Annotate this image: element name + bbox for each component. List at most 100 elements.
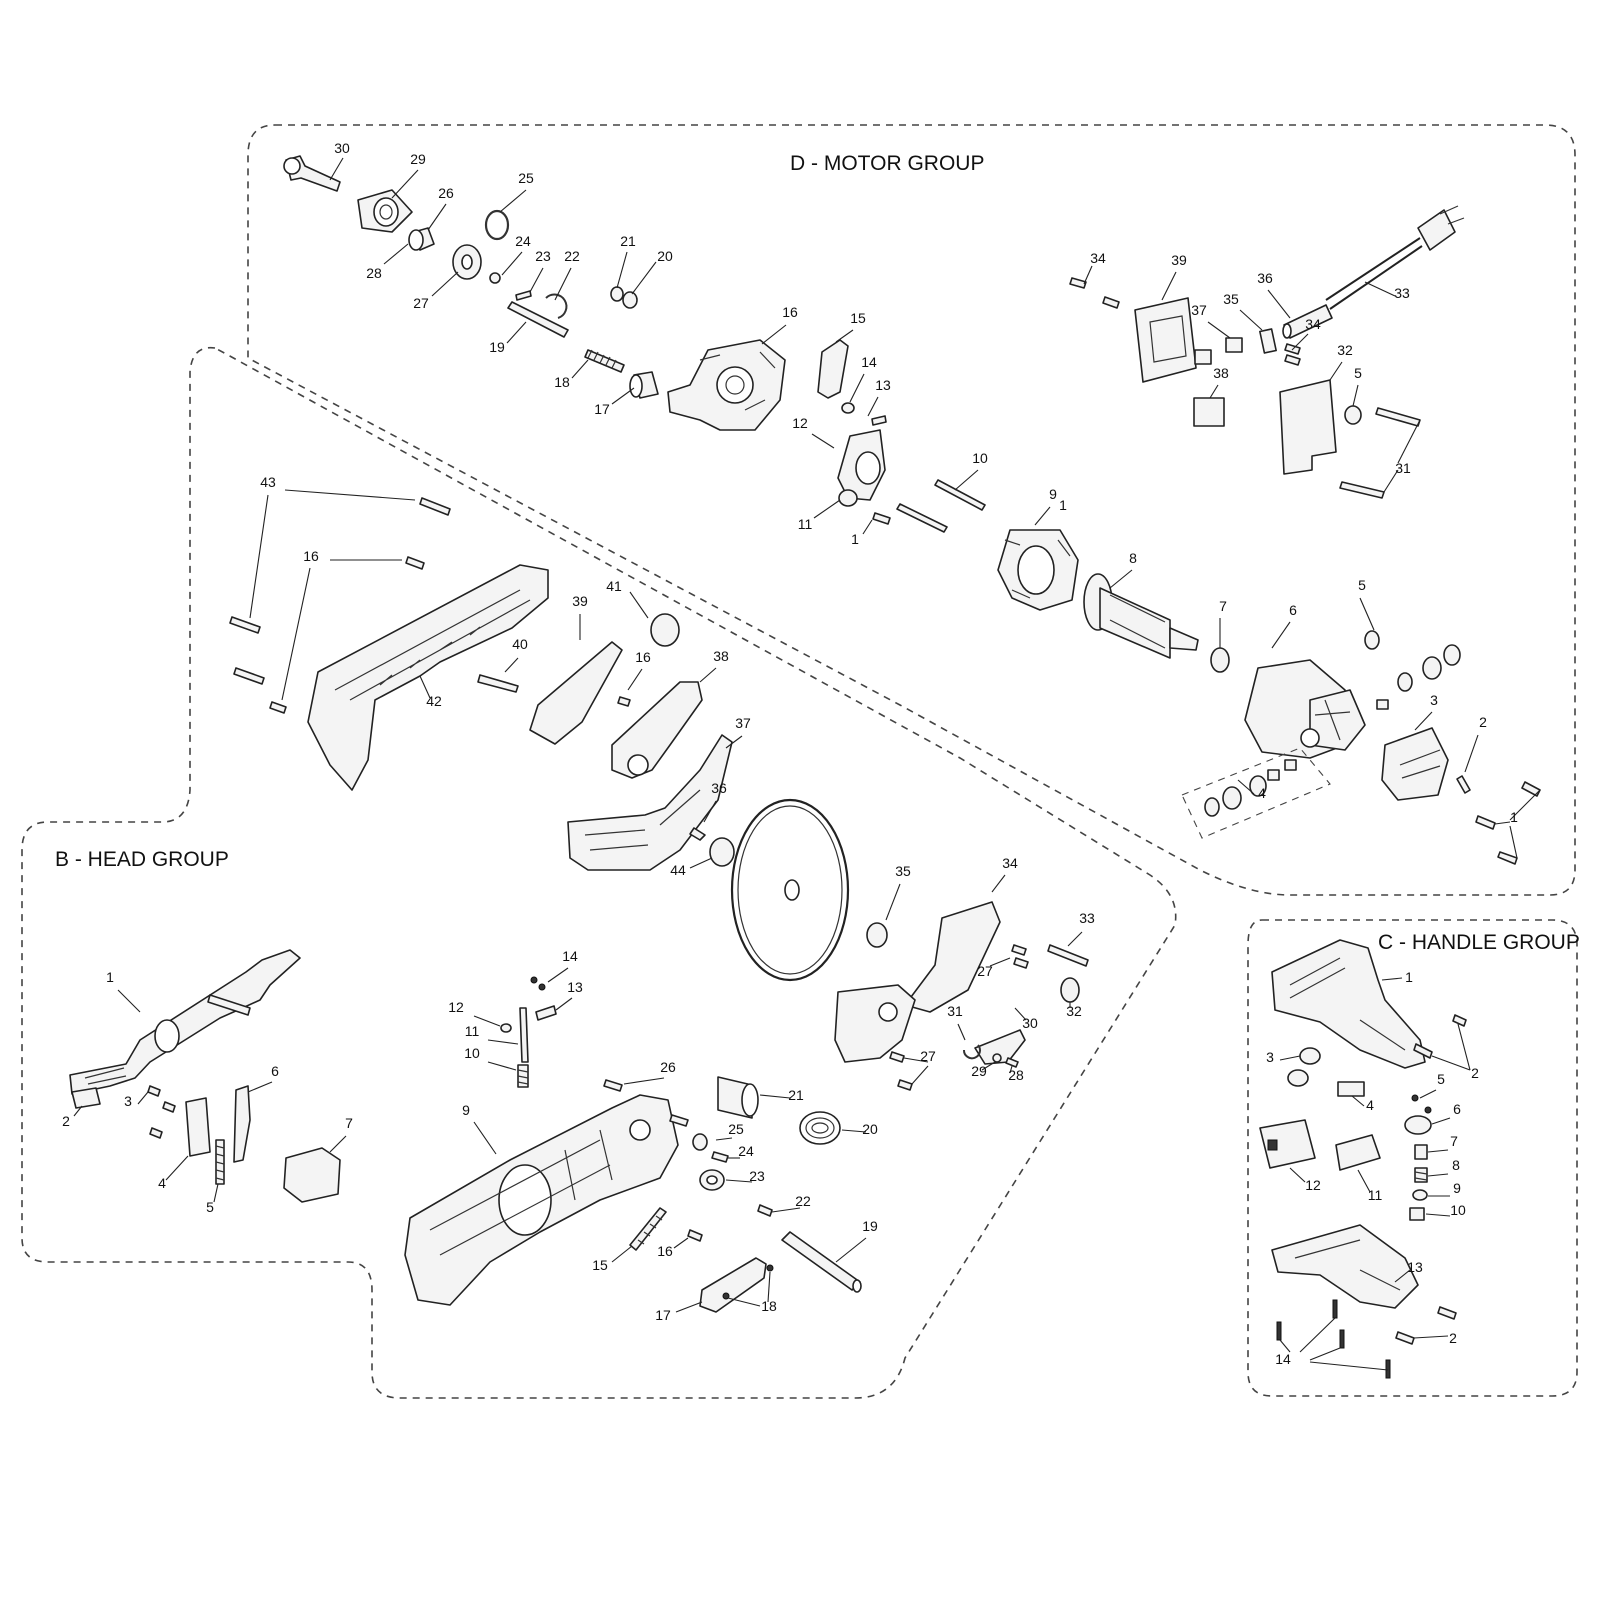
motor-leader-5 [431, 271, 459, 297]
head-leader-30 [473, 1015, 501, 1027]
screw-34a-part [1069, 277, 1087, 289]
screw-31a-part [1375, 407, 1421, 427]
handle-cylinder-part [1414, 1144, 1428, 1160]
arm-bracket-part [904, 901, 1001, 1013]
washer-small-part [841, 402, 855, 414]
motor-callout-34: 36 [1257, 270, 1273, 286]
handle-cap-part [1404, 1115, 1432, 1135]
head-leader-45 [767, 1271, 771, 1303]
handle-leader-14 [1279, 1339, 1291, 1353]
head-group-boundary [21, 346, 1177, 1399]
motor-bearing-part [1210, 647, 1230, 673]
motor-group-parts [283, 155, 1541, 865]
screw-31b-part [1339, 481, 1385, 499]
motor-leader-21 [954, 469, 979, 491]
motor-callout-3: 25 [518, 170, 534, 186]
sleeve-part [629, 371, 659, 399]
motor-leader-20 [862, 519, 873, 535]
lock-lever-part [69, 949, 301, 1095]
spring-roll-part [1060, 977, 1080, 1003]
head-leader-24 [165, 1155, 189, 1181]
motor-leader-30 [1494, 821, 1511, 825]
handle-leader-11 [1425, 1213, 1451, 1217]
saw-blade-part [730, 798, 850, 982]
motor-callout-10: 20 [657, 248, 673, 264]
handle-leader-2 [1279, 1055, 1301, 1061]
handle-callout-5: 6 [1453, 1101, 1461, 1117]
long-bolt-part [934, 479, 986, 511]
motor-leader-15 [835, 329, 854, 343]
motor-callout-19: 11 [798, 516, 813, 532]
head-callout-13: 33 [1079, 910, 1095, 926]
screw-27c-part [889, 1051, 905, 1063]
head-leader-19 [1009, 1065, 1013, 1074]
handle-callout-1: 2 [1471, 1065, 1479, 1081]
head-callout-12: 34 [1002, 855, 1018, 871]
head-callout-30: 12 [448, 999, 464, 1015]
head-callout-35: 21 [788, 1087, 804, 1103]
motor-leader-3 [499, 189, 527, 213]
screw-22-part [757, 1204, 773, 1217]
lever-plate-part [185, 1097, 211, 1157]
handle-screw-5b-part [1424, 1106, 1432, 1114]
switch-box-part [1134, 297, 1197, 383]
handle-callout-0: 1 [1405, 969, 1413, 985]
motor-callout-15: 15 [850, 310, 866, 326]
handle-spring-part [1414, 1167, 1428, 1183]
head-callout-0: 43 [260, 474, 276, 490]
motor-callout-11: 19 [489, 339, 505, 355]
head-leader-16 [957, 1023, 966, 1041]
motor-callout-42: 31 [1395, 460, 1411, 476]
small-nut-part [489, 272, 501, 284]
motor-switch-part [1193, 397, 1225, 427]
motor-callout-36: 35 [1223, 291, 1239, 307]
screw-27d-part [897, 1079, 913, 1091]
washer-35-part [866, 922, 888, 948]
latch-spring-part [962, 1044, 981, 1060]
motor-leader-8 [554, 267, 572, 301]
screw-43a-part [419, 497, 451, 516]
motor-leader-9 [616, 251, 628, 289]
screw-16a-part [405, 556, 425, 570]
washer-44-part [709, 837, 735, 867]
head-callout-27: 7 [345, 1115, 353, 1131]
nut-25-part [692, 1133, 708, 1151]
head-leader-44 [675, 1301, 703, 1313]
screw-43b-part [229, 616, 261, 634]
screw-14a-part [530, 976, 538, 984]
ring-part [650, 613, 680, 647]
motor-callout-25: 6 [1289, 602, 1297, 618]
bushing-part [408, 227, 435, 251]
motor-callout-1: 29 [410, 151, 426, 167]
screw-3c-part [149, 1127, 163, 1139]
motor-leader-6 [501, 251, 523, 276]
main-housing-part [404, 1094, 679, 1306]
handle-washer-part [1412, 1189, 1428, 1201]
motor-callout-28: 3 [1430, 692, 1438, 708]
motor-callout-33: 39 [1171, 252, 1187, 268]
head-leader-20 [911, 1065, 929, 1085]
head-leader-2 [419, 675, 431, 699]
head-callout-17: 30 [1022, 1015, 1038, 1031]
lever-bracket-part [283, 1147, 341, 1203]
head-callout-40: 22 [795, 1193, 811, 1209]
motor-callout-5: 27 [413, 295, 429, 311]
leader-lines [73, 157, 1541, 1371]
screw-3a-part [147, 1085, 161, 1097]
motor-leader-10 [631, 261, 657, 295]
motor-callout-0: 30 [334, 140, 350, 156]
motor-callout-7: 23 [535, 248, 551, 264]
head-leader-31 [487, 1039, 519, 1045]
handle-leader-0 [1381, 977, 1403, 981]
handle-callout-9: 11 [1368, 1187, 1383, 1203]
head-leader-1 [281, 567, 311, 701]
motor-leader-39 [1329, 361, 1343, 381]
motor-callout-24: 7 [1219, 598, 1227, 614]
head-leader-37 [715, 1137, 733, 1141]
motor-leader-38 [1291, 333, 1309, 351]
motor-leader-33 [1161, 271, 1177, 301]
head-leader-25 [213, 1183, 219, 1203]
head-leader-12 [991, 874, 1006, 893]
